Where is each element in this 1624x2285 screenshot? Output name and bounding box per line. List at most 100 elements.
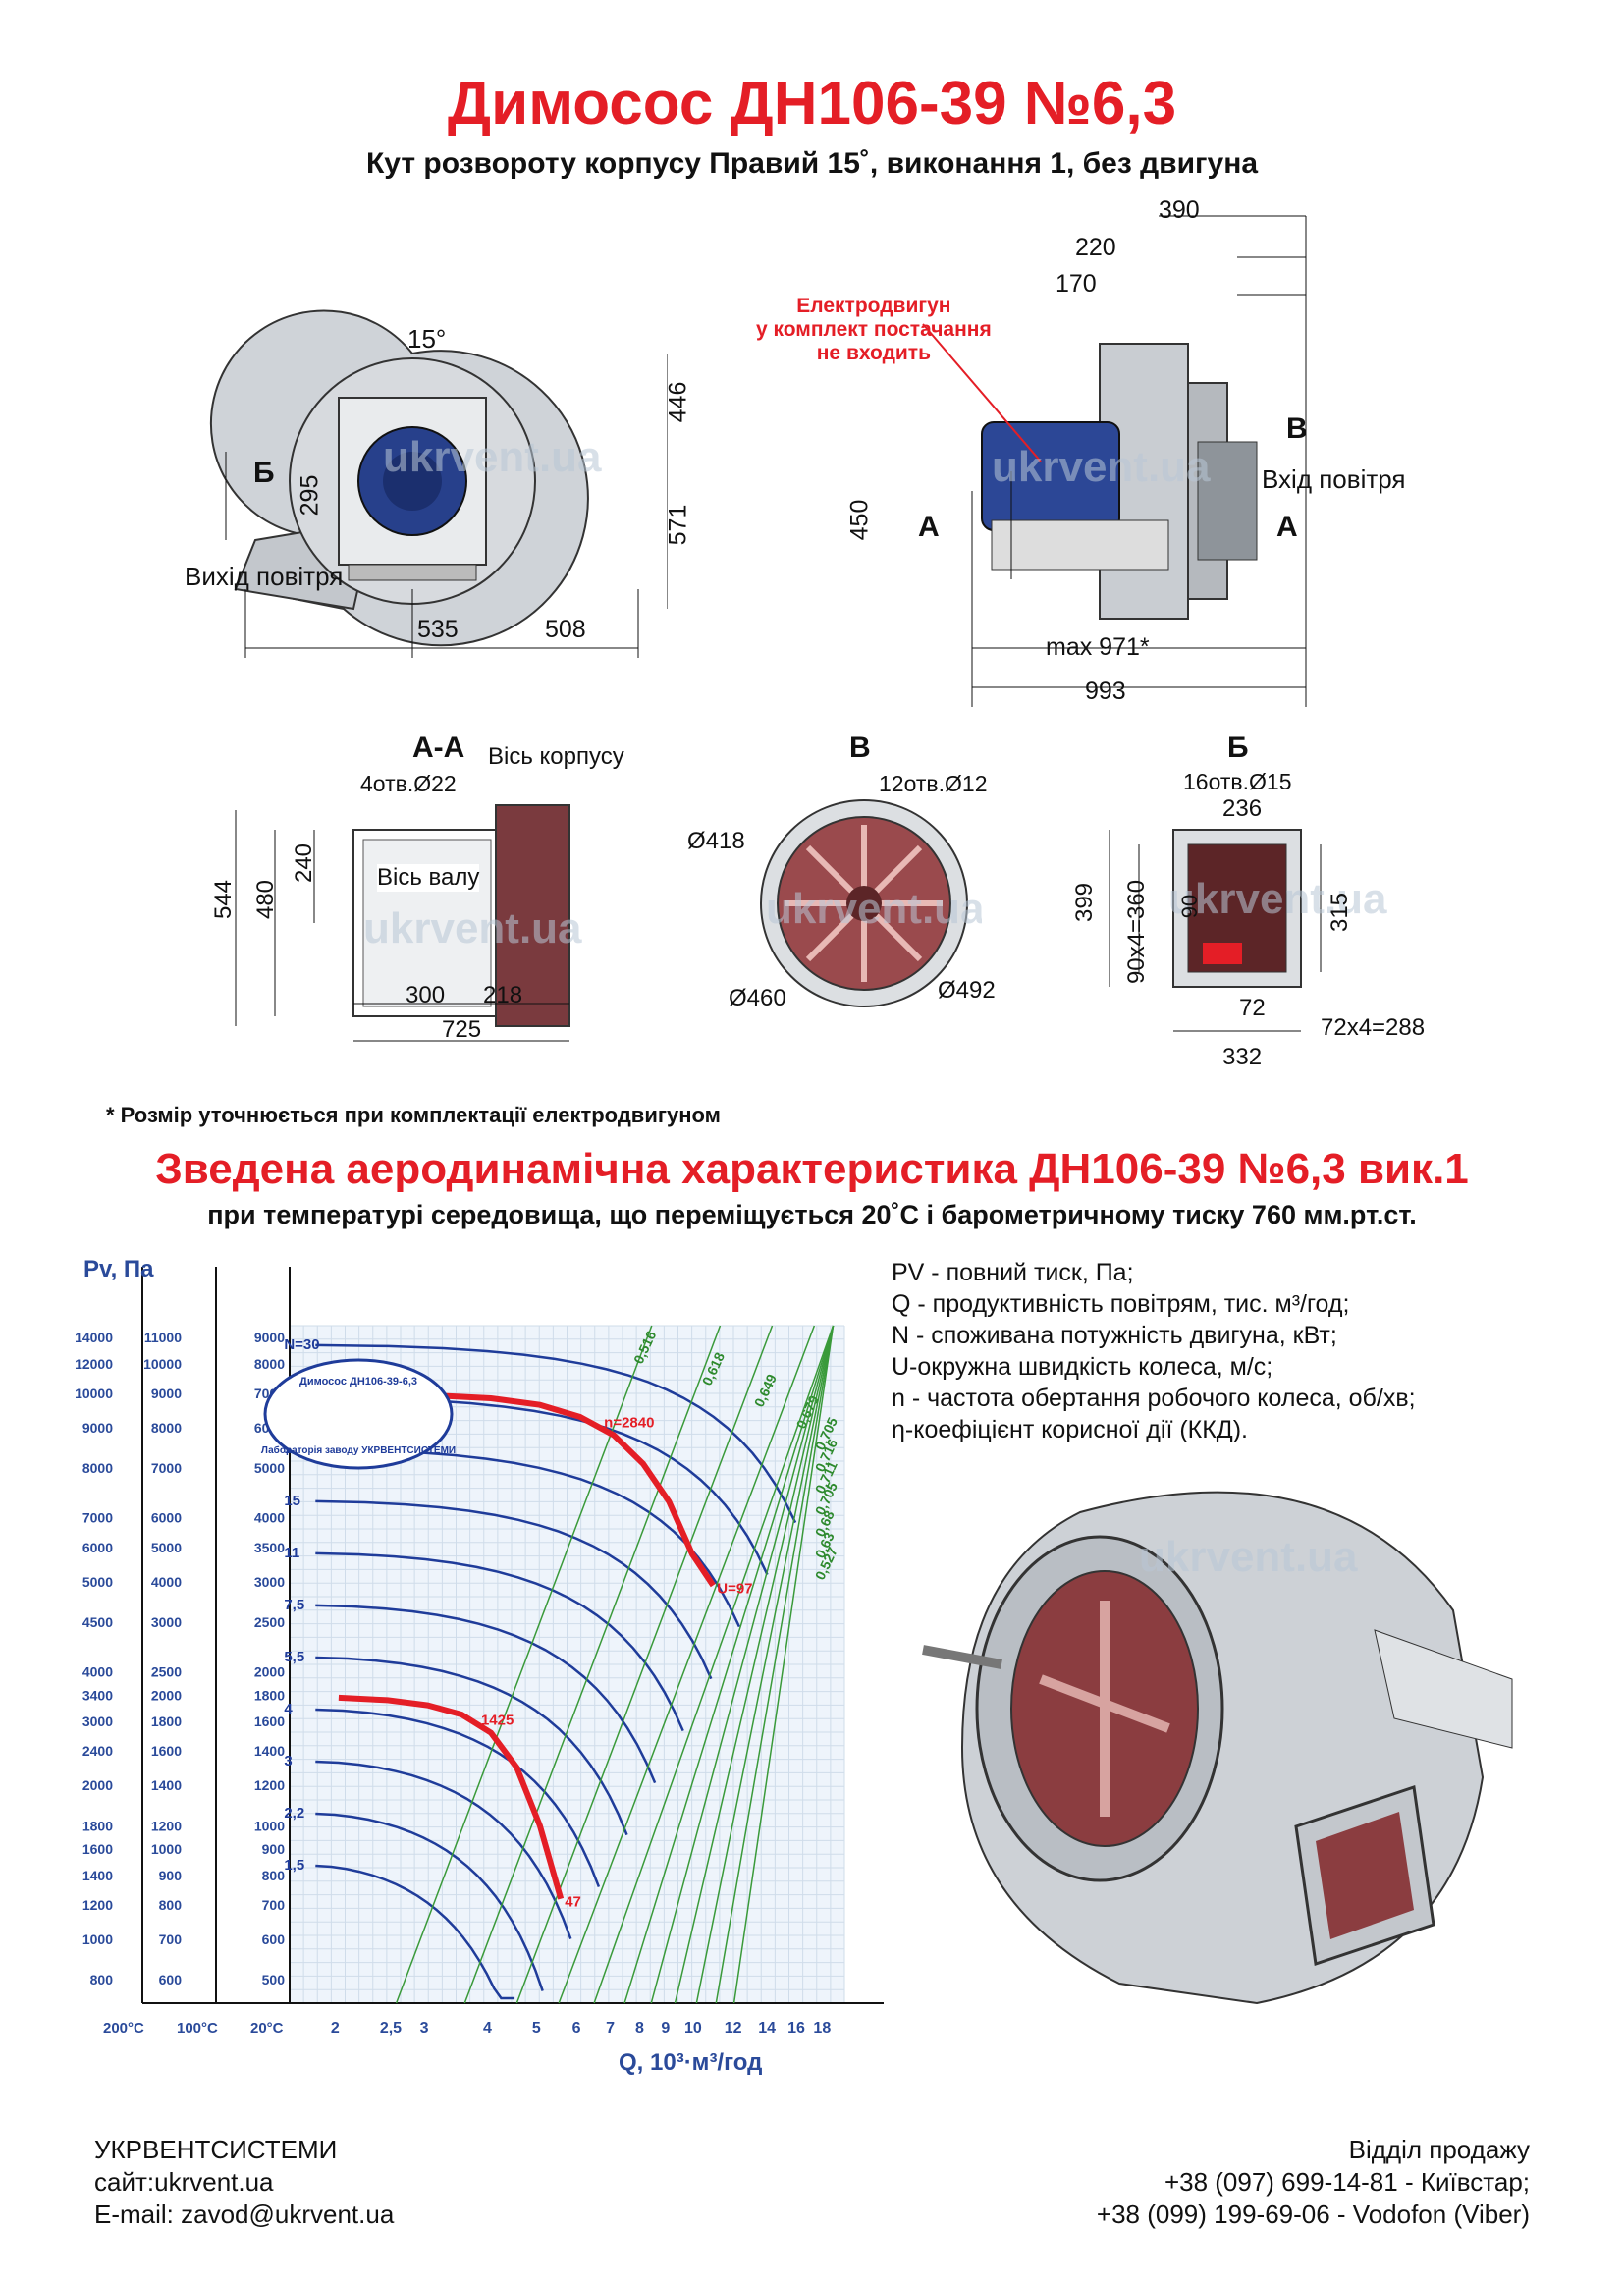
side-view-drawing: ukrvent.ua [209,309,668,658]
view-b-holes: 16отв.Ø15 [1183,769,1292,794]
dim-508: 508 [545,616,586,643]
y-tick-100: 1200 [151,1818,182,1833]
x-tick-label: 14 [758,2020,776,2037]
y-tick-200: 10000 [75,1386,113,1401]
y-tick-100: 7000 [151,1460,182,1476]
page-title: Димосос ДН106-39 №6,3 [447,70,1177,137]
legend-item: N - споживана потужність двигуна, кВт; [892,1322,1337,1349]
x-tick-label: 7 [606,2020,615,2037]
y-tick-100: 2000 [151,1687,182,1703]
x-tick-label: 2,5 [380,2020,402,2037]
power-curve [315,1343,797,1524]
stamp-top: Димосос ДН106-39-6,3 [299,1376,417,1387]
x-tick-label: 18 [813,2020,831,2037]
section-b-marker: Б [253,457,275,489]
x-tick-label: 16 [787,2020,805,2037]
view-aa-axis-body: Вісь корпусу [488,743,624,770]
x-tick-label: 12 [725,2020,742,2037]
legend-item: n - частота обертання робочого колеса, о… [892,1385,1416,1412]
y-tick-100: 5000 [151,1540,182,1555]
front-view-drawing: ukrvent.ua [922,215,1307,707]
sales-title: Відділ продажу [1348,2135,1530,2164]
watermark-v: ukrvent.ua [766,885,982,933]
efficiency-ray [715,1325,835,2004]
legend-item: η-коефіцієнт корисної дії (ККД). [892,1416,1248,1443]
y-tick-20: 1200 [254,1777,285,1793]
view-b-332: 332 [1222,1044,1263,1070]
inlet-label: Вхід повітря [1262,464,1406,494]
dim-220: 220 [1075,234,1116,261]
y-tick-100: 800 [159,1897,183,1913]
dim-535: 535 [417,616,459,643]
dim-446: 446 [664,381,692,423]
sales-phone-1[interactable]: +38 (097) 699-14-81 - Київстар; [1164,2167,1530,2197]
power-label: 15 [284,1493,300,1509]
view-aa-725: 725 [442,1016,482,1043]
view-b-315: 315 [1326,892,1354,933]
motor-note: Електродвигун у комплект постачання не в… [756,295,992,364]
view-aa-240: 240 [291,843,318,884]
y-tick-200: 1400 [82,1868,113,1883]
y-tick-200: 1000 [82,1931,113,1947]
company-email[interactable]: E-mail: zavod@ukrvent.ua [94,2200,395,2229]
view-aa-480: 480 [252,879,280,920]
y-tick-100: 10000 [143,1356,182,1372]
x-tick-label: 6 [572,2020,581,2037]
legend: PV - повний тиск, Па; Q - продуктивність… [892,1257,1416,1445]
y-tick-200: 14000 [75,1330,113,1345]
y-tick-100: 1400 [151,1777,182,1793]
legend-item: U-окружна швидкість колеса, м/с; [892,1353,1273,1381]
y-tick-100: 8000 [151,1420,182,1436]
dim-295: 295 [296,474,324,517]
y-tick-100: 4000 [151,1574,182,1590]
x-tick-label: 9 [661,2020,670,2037]
y-tick-20: 1400 [254,1743,285,1759]
power-curve [315,1812,544,1992]
company-site[interactable]: сайт:ukrvent.ua [94,2167,274,2197]
x-axis-label: Q, 10³·м³/год [619,2049,762,2076]
y-tick-20: 3500 [254,1540,285,1555]
legend-item: PV - повний тиск, Па; [892,1259,1134,1286]
y-tick-20: 700 [262,1897,286,1913]
y-tick-20: 2500 [254,1614,285,1630]
view-aa-300: 300 [406,982,446,1008]
y-tick-20: 9000 [254,1330,285,1345]
x-tick-label: 3 [420,2020,429,2037]
view-v-d460: Ø460 [729,985,786,1011]
y-tick-100: 600 [159,1972,183,1987]
y-tick-20: 800 [262,1868,286,1883]
y-tick-200: 2400 [82,1743,113,1759]
dim-450: 450 [845,499,874,541]
dim-390: 390 [1159,196,1200,224]
x-tick-label: 4 [483,2020,492,2037]
footer-right: Відділ продажу +38 (097) 699-14-81 - Киї… [1097,2134,1530,2231]
view-v-title: В [849,732,871,764]
y-tick-200: 800 [90,1972,114,1987]
y-tick-200: 7000 [82,1510,113,1526]
efficiency-ray [463,1325,722,2004]
y-tick-20: 5000 [254,1460,285,1476]
y-axis-label: Pv, Па [83,1256,154,1282]
efficiency-ray [674,1325,835,2004]
y-tick-20: 1800 [254,1687,285,1703]
power-label: 5,5 [284,1649,304,1665]
angle-label: 15° [407,324,447,354]
chart-subtitle: при температурі середовища, що переміщує… [207,1200,1417,1229]
y-tick-200: 3000 [82,1714,113,1729]
view-v-drawing: ukrvent.ua [760,799,982,1007]
y-tick-200: 1600 [82,1841,113,1857]
power-curve [315,1499,713,1680]
series-line [338,1694,565,1900]
outlet-label: Вихід повітря [185,562,344,591]
view-aa-title: А-А [412,732,465,764]
dim-max971: max 971* [1046,633,1150,661]
y-tick-100: 11000 [144,1330,182,1345]
y-tick-200: 1200 [82,1897,113,1913]
power-curve [315,1708,601,1888]
view-v-d492: Ø492 [938,977,996,1004]
power-label: 7,5 [284,1597,304,1613]
y-tick-20: 8000 [254,1356,285,1372]
sales-phone-2[interactable]: +38 (099) 199-69-06 - Vodofon (Viber) [1096,2200,1530,2229]
footnote: * Розмір уточнюється при комплектації ел… [106,1103,721,1127]
